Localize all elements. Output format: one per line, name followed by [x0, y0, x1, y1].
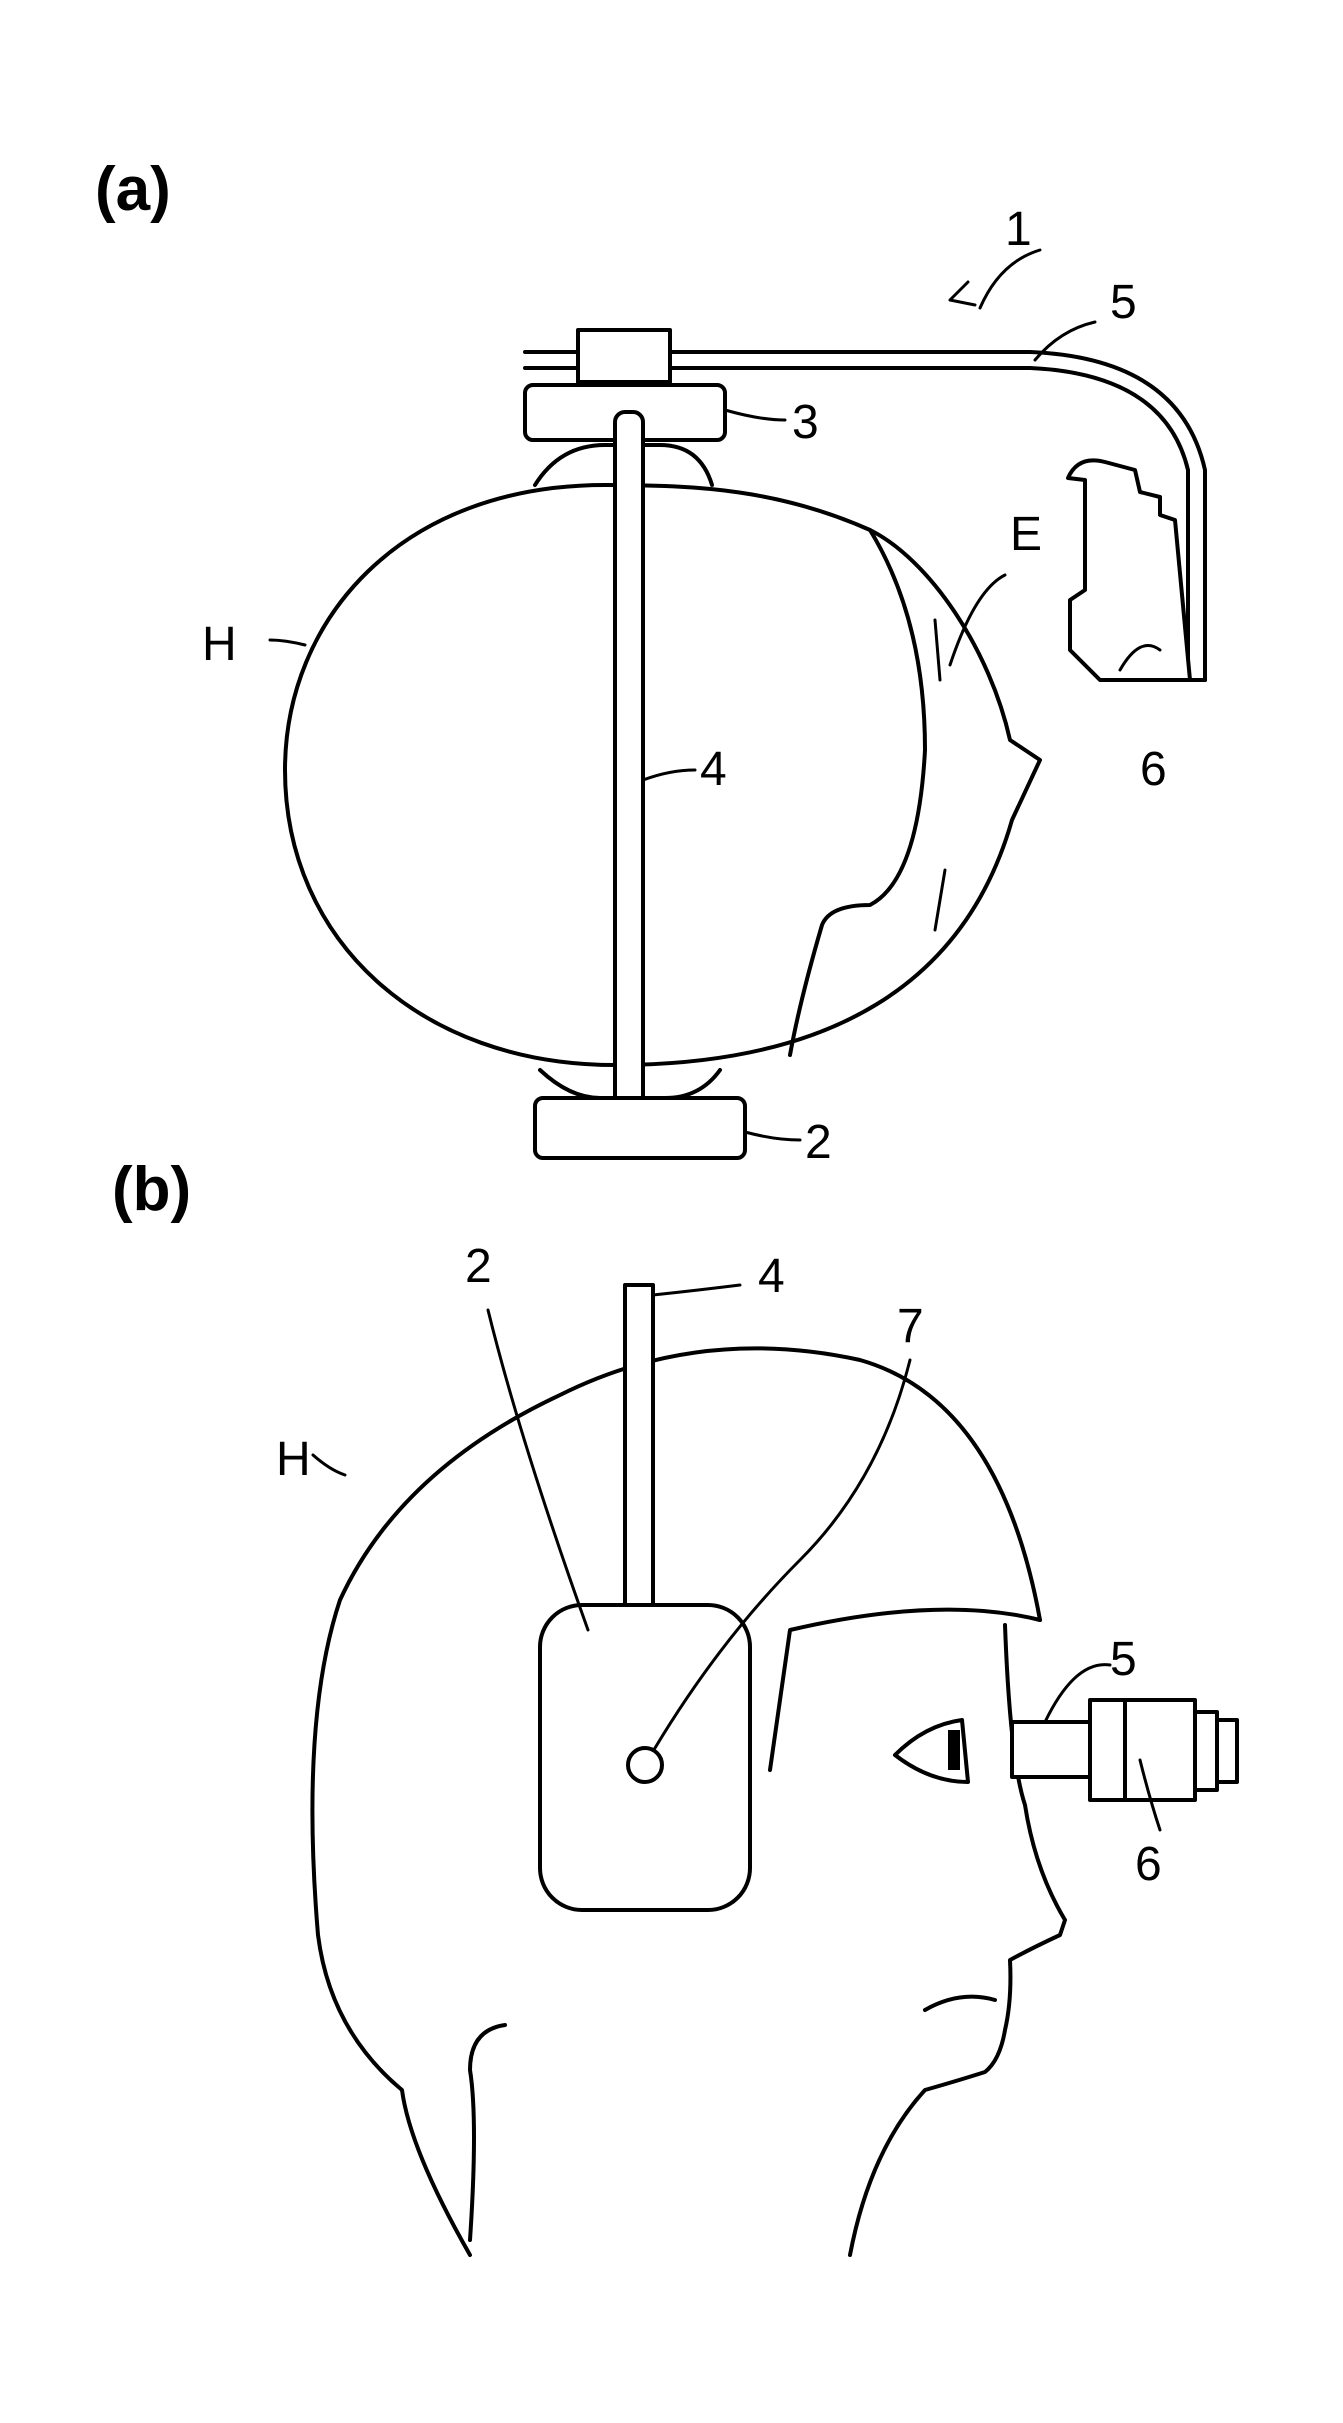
pad-2-b [540, 1605, 750, 1910]
ref-band-4-b: 4 [758, 1250, 785, 1303]
ref-pad-2-b: 2 [465, 1240, 492, 1293]
ref-display-6-b: 6 [1135, 1838, 1162, 1891]
ref-arm-5-b: 5 [1110, 1633, 1137, 1686]
panel-a: (a) 1 5 [95, 155, 1205, 1169]
eyepiece-b [1195, 1712, 1217, 1790]
display-6 [1068, 460, 1190, 680]
panel-b-label: (b) [112, 1155, 191, 1224]
arm-clamp [578, 330, 670, 382]
ref-eye-e: E [1010, 508, 1042, 561]
ref-button-7: 7 [897, 1300, 924, 1353]
band-4 [615, 412, 643, 1132]
ref-head-h: H [202, 618, 237, 671]
ref-band-4: 4 [700, 743, 727, 796]
arm-5-b [1012, 1722, 1092, 1777]
ref-head-h-b: H [276, 1433, 311, 1486]
pad-bottom-2 [535, 1098, 745, 1158]
hair-line [790, 530, 925, 1055]
display-6-b [1090, 1700, 1195, 1800]
panel-a-label: (a) [95, 155, 171, 224]
eyepiece-tip-b [1217, 1720, 1237, 1782]
panel-b: (b) 2 4 7 H 5 [112, 1155, 1237, 2255]
ref-display-6: 6 [1140, 743, 1167, 796]
ref-pad-bottom-2: 2 [805, 1116, 832, 1169]
ref-pad-top-3: 3 [792, 396, 819, 449]
ref-arm-5: 5 [1110, 276, 1137, 329]
ref-device-1: 1 [1005, 203, 1032, 256]
band-4-b [625, 1285, 653, 1615]
